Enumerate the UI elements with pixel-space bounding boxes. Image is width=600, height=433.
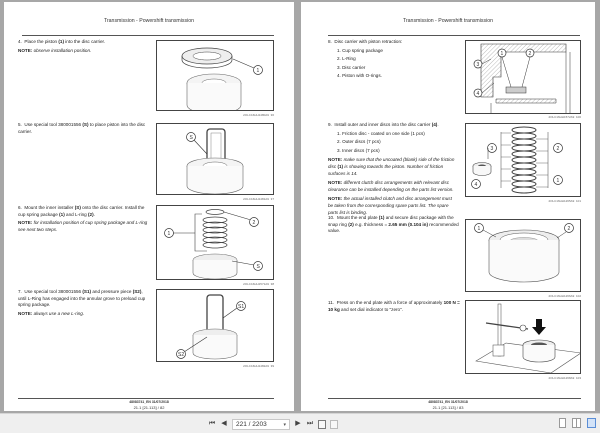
svg-text:3: 3: [491, 146, 494, 152]
figure-caption: 2OLC16HH1266A9 102: [548, 294, 581, 298]
figure-caption: 2OLC16HH1571A9 38: [243, 282, 274, 286]
step-4: 4. Place the piston (1) into the disc ca…: [18, 39, 106, 53]
single-page-view-icon[interactable]: [559, 418, 566, 428]
page-navigation: ⏮ ◀ 221 / 2203 ▾ ▶ ⏭: [208, 418, 338, 430]
paste-icon[interactable]: [330, 419, 338, 429]
figure-caption: 2OLC16HH1482A9 39: [243, 364, 274, 368]
page-footer: 48083741_EN 31/07/2018 21.1 [21.113] / 8…: [428, 400, 468, 410]
view-mode-switcher: [559, 418, 596, 428]
figure-dial-indicator: [465, 300, 581, 374]
svg-text:4: 4: [475, 182, 478, 188]
svg-text:1: 1: [557, 178, 560, 184]
header-rule: [22, 35, 274, 36]
figure-piston-retraction: 1 2 3 4: [465, 40, 581, 114]
continuous-view-icon[interactable]: [572, 418, 581, 428]
svg-text:2: 2: [568, 226, 571, 232]
svg-text:2: 2: [529, 51, 532, 57]
step-6: 6. Mount the inner installer (S) onto th…: [18, 205, 148, 232]
step-5: 5. Use special tool 380001556 (S) to pla…: [18, 122, 146, 134]
figure-caption: 2OLC16HH1480A9 36: [243, 113, 274, 117]
left-page: Transmission - Powershift transmission 4…: [4, 2, 294, 411]
svg-text:1: 1: [168, 231, 171, 237]
step-11: 11. Press on the end plate with a force …: [328, 300, 460, 312]
svg-text:S1: S1: [238, 304, 244, 310]
viewer-toolbar: ⏮ ◀ 221 / 2203 ▾ ▶ ⏭: [0, 413, 600, 433]
svg-text:3: 3: [477, 62, 480, 68]
first-page-icon[interactable]: ⏮: [208, 420, 216, 427]
step-9: 9. Install outer and inner discs into th…: [328, 122, 455, 215]
figure-special-tool-piston: S: [156, 123, 274, 195]
page-footer: 48083741_EN 31/07/2018 21.1 [21.113] / 8…: [129, 400, 169, 410]
footer-rule: [328, 398, 581, 399]
svg-text:2: 2: [557, 146, 560, 152]
svg-text:S: S: [257, 264, 261, 270]
svg-text:4: 4: [477, 91, 480, 97]
step-8: 8. Disc carrier with piston retraction: …: [328, 39, 403, 79]
chevron-down-icon[interactable]: ▾: [283, 421, 286, 428]
svg-text:1: 1: [478, 226, 481, 232]
figure-caption: 2OLC16HH1481A9 37: [243, 197, 274, 201]
footer-rule: [18, 398, 274, 399]
svg-text:S2: S2: [178, 352, 184, 358]
svg-text:1: 1: [501, 51, 504, 57]
figure-piston-disc-carrier: 1: [156, 40, 274, 111]
last-page-icon[interactable]: ⏭: [306, 420, 314, 427]
figure-inner-installer: 2 1 S: [156, 205, 274, 280]
figure-caption: 2OLC16HH1268A9 103: [548, 376, 581, 380]
previous-page-icon[interactable]: ◀: [221, 420, 227, 427]
figure-end-plate: 1 2: [465, 219, 581, 292]
header-rule: [328, 35, 580, 36]
svg-text:1: 1: [257, 68, 260, 74]
figure-caption: 2OLC16HH1572A9 100: [548, 115, 581, 119]
right-page: Transmission - Powershift transmission 8…: [301, 2, 595, 411]
next-page-icon[interactable]: ▶: [295, 420, 301, 427]
page-header: Transmission - Powershift transmission: [402, 18, 494, 24]
svg-text:S: S: [190, 135, 194, 141]
figure-caption: 2OLC16HH1265A9 101: [548, 199, 581, 203]
step-7: 7. Use special tool 380001556 (S1) and p…: [18, 289, 146, 316]
document-viewer[interactable]: Transmission - Powershift transmission 4…: [0, 0, 600, 413]
copy-icon[interactable]: [318, 419, 326, 429]
page-header: Transmission - Powershift transmission: [103, 18, 195, 24]
figure-disc-package: 3 2 1 4: [465, 123, 581, 197]
page-number-input[interactable]: 221 / 2203 ▾: [232, 418, 290, 430]
svg-text:2: 2: [253, 220, 256, 226]
figure-pressure-piece: S1 S2: [156, 289, 274, 362]
two-page-view-icon[interactable]: [587, 418, 596, 428]
step-10: 10. Mount the end plate (1) and secure d…: [328, 215, 459, 234]
